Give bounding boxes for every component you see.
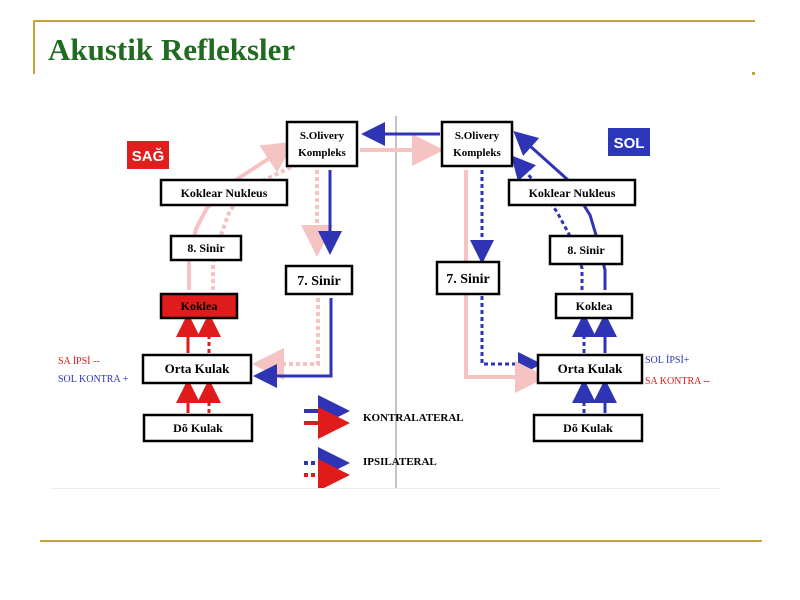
left-oliv-box [285,120,359,168]
left-8sinir-box [169,234,243,262]
sol-label-bg [608,128,650,156]
right-nuc-box [507,178,637,207]
legend-solid-label: KONTRALATERAL [363,412,464,424]
left-dis-label: Dõ Kulak [173,421,223,435]
right-7sinir-box [435,260,501,296]
left-nuc-label: Koklear Nukleus [181,186,268,200]
right-koklea-box [554,292,634,320]
left-8sinir-label: 8. Sinir [187,241,225,255]
bottom-rule [40,540,762,542]
right-oliv-line1: S.Olivery [455,130,500,142]
left-ipsi-note: SA İPSİ -- [58,355,100,367]
right-7sinir-label: 7. Sinir [446,272,490,287]
right-orta-label: Orta Kulak [558,361,623,376]
right-oliv-box [440,120,514,168]
left-rule [33,20,35,74]
right-8sinir-label: 8. Sinir [567,243,605,257]
sag-label: SAĞ [132,147,165,165]
right-dis-box [532,413,644,443]
right-rule-dot [752,72,755,75]
right-koklea-label: Koklea [576,299,613,313]
right-pink-solid-path [464,170,547,393]
left-koklea-box [159,292,239,320]
left-oliv-line1: S.Olivery [300,130,345,142]
left-pink-solid-path [187,141,296,290]
right-blue-dotted-7-orta [480,296,542,376]
left-kontra-note: SOL KONTRA + [58,374,129,385]
left-orta-box [141,353,253,385]
left-koklea-label: Koklea [181,299,218,313]
right-nuc-label: Koklear Nukleus [529,186,616,200]
slide-title: Akustik Refleksler [48,32,296,67]
right-kontra-note: SA KONTRA -- [645,376,710,387]
left-dis-box [142,413,254,443]
left-nuc-box [159,178,289,207]
left-orta-label: Orta Kulak [165,361,230,376]
left-oliv-line2: Kompleks [298,147,346,159]
top-rule [33,20,755,22]
left-blue-7-orta [253,298,333,388]
sag-label-bg [127,141,169,169]
reflex-diagram: S.Olivery Kompleks Koklear Nukleus 8. Si… [50,116,720,489]
left-7sinir-label: 7. Sinir [297,274,341,289]
right-oliv-line2: Kompleks [453,147,501,159]
right-8sinir-box [548,234,624,266]
sol-label: SOL [614,135,645,152]
right-ipsi-note: SOL İPSİ+ [645,354,690,366]
legend-dotted-label: IPSILATERAL [363,456,437,468]
right-dis-label: Dõ Kulak [563,421,613,435]
left-pink-dotted-path [211,161,301,290]
left-7sinir-box [284,264,354,296]
left-pink-dotted-7-orta [252,298,320,380]
right-blue-solid-path [513,130,607,290]
right-orta-box [536,353,644,385]
